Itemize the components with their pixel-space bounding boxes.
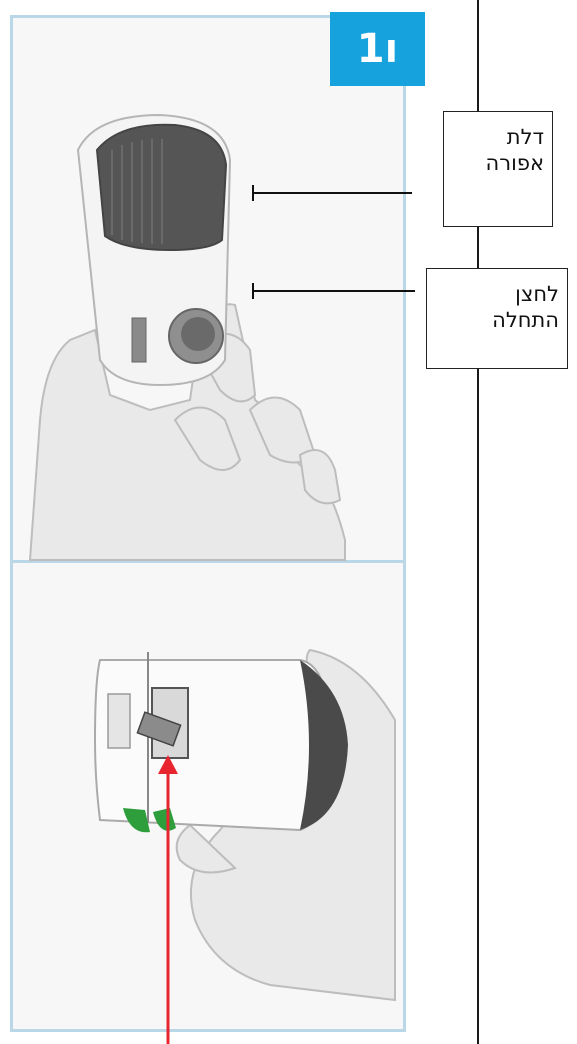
aperture-door-line-2: אפורה — [450, 150, 544, 176]
device-top — [78, 115, 230, 385]
leader-lines — [253, 185, 415, 299]
start-button-label: לחצן התחלה — [426, 268, 568, 369]
aperture-door-line-1: דלת — [450, 124, 544, 150]
start-button-line-2: התחלה — [433, 307, 559, 333]
device-bottom — [95, 652, 348, 832]
aperture-door-label: דלת אפורה — [443, 111, 553, 227]
start-button-line-1: לחצן — [433, 281, 559, 307]
step-badge: ו1 — [330, 12, 425, 86]
